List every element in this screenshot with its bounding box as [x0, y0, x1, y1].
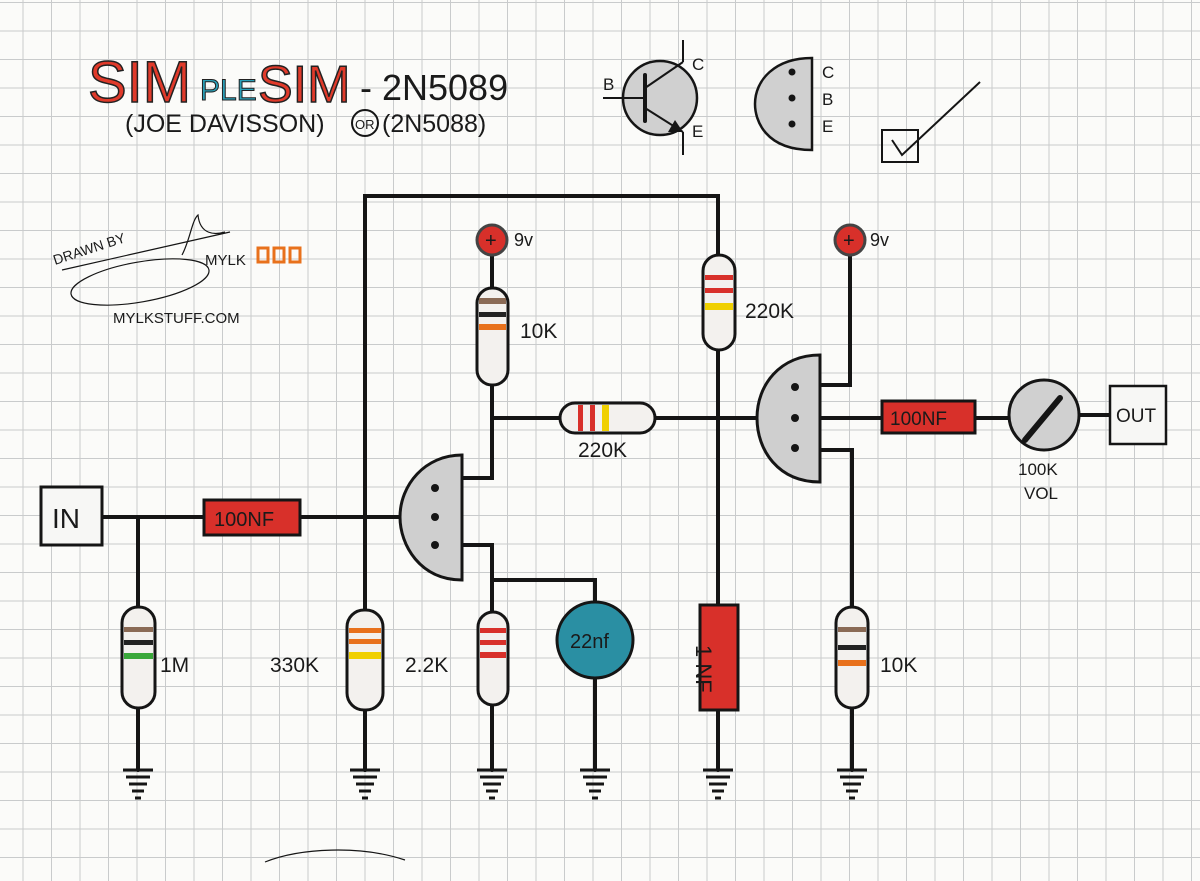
subtitle-alt: (2N5088)	[382, 110, 486, 138]
filter-capacitor: 1 NF	[691, 603, 740, 712]
subtitle-designer: (JOE DAVISSON)	[125, 110, 325, 138]
pin-c: C	[822, 63, 834, 82]
resistor-1m: 1M	[120, 605, 189, 710]
author-name: MYLK	[205, 252, 246, 269]
resistor-220k-supply-label: 220K	[745, 300, 794, 323]
transistor-q1	[398, 453, 464, 582]
website-label: MYLKSTUFF.COM	[113, 310, 240, 327]
pot-name-label: VOL	[1024, 484, 1058, 503]
ground-symbols	[123, 768, 867, 800]
credits: DRAWN BY MYLK MYLKSTUFF.COM	[51, 213, 302, 327]
npn-transistor-symbol: B C E	[603, 40, 704, 155]
supply-9v-2-label: 9v	[870, 230, 889, 250]
or-circle	[351, 109, 379, 137]
ground-icon	[123, 768, 153, 800]
resistor-330k-label: 330K	[270, 654, 319, 677]
subtitle-or: OR	[355, 117, 375, 132]
resistor-330k: 330K	[270, 608, 385, 712]
pin-e: E	[822, 117, 833, 136]
ground-icon	[703, 768, 733, 800]
resistor-220k-supply: 220K	[701, 253, 794, 352]
emitter-cap-label: 22nf	[570, 631, 609, 653]
pin-b: B	[822, 90, 833, 109]
stray-line	[264, 849, 406, 863]
supply-9v-1: + 9v	[475, 223, 533, 257]
volume-pot: 100K VOL	[1007, 378, 1081, 503]
title-sim2: SIM	[258, 56, 350, 114]
input-capacitor: 100NF	[202, 498, 302, 537]
filter-cap-label: 1 NF	[691, 645, 716, 693]
supply-9v-1-label: 9v	[514, 230, 533, 250]
wires	[100, 194, 1112, 772]
input-label: IN	[52, 503, 80, 534]
output-capacitor: 100NF	[880, 399, 977, 435]
resistor-220k-feedback: 220K	[558, 401, 657, 462]
title-model: - 2N5089	[360, 67, 508, 108]
plus-icon: +	[843, 230, 855, 252]
ground-icon	[350, 768, 380, 800]
author-logo	[256, 246, 302, 264]
output-cap-label: 100NF	[890, 409, 947, 430]
plus-icon: +	[485, 230, 497, 252]
title-ple: PLE	[200, 74, 257, 107]
output-jack: OUT	[1108, 384, 1168, 446]
ground-icon	[477, 768, 507, 800]
label-base: B	[603, 75, 614, 94]
ground-icon	[580, 768, 610, 800]
label-emitter: E	[692, 122, 703, 141]
emitter-capacitor: 22nf	[555, 600, 635, 680]
input-jack: IN	[39, 485, 104, 547]
signature	[70, 258, 210, 306]
resistor-1m-label: 1M	[160, 654, 189, 677]
resistor-2-2k: 2.2K	[405, 610, 510, 707]
resistor-2-2k-label: 2.2K	[405, 654, 448, 677]
ground-icon	[837, 768, 867, 800]
checkbox-icon	[881, 81, 981, 163]
supply-9v-2: + 9v	[833, 223, 889, 257]
input-cap-label: 100NF	[214, 509, 274, 531]
label-collector: C	[692, 55, 704, 74]
resistor-10k-collector-label: 10K	[520, 320, 557, 343]
resistor-220k-feedback-label: 220K	[578, 439, 627, 462]
resistor-10k-emitter-label: 10K	[880, 654, 917, 677]
title-sim: SIM	[88, 50, 191, 115]
resistor-10k-collector: 10K	[475, 286, 557, 387]
resistor-10k-emitter: 10K	[834, 605, 917, 710]
title: SIM PLE SIM - 2N5089 (JOE DAVISSON) OR (…	[87, 49, 508, 138]
to92-pinout: C B E	[753, 56, 834, 152]
drawn-by-label: DRAWN BY	[51, 229, 128, 268]
pot-value-label: 100K	[1018, 460, 1058, 479]
transistor-q2	[755, 353, 822, 484]
output-label: OUT	[1116, 406, 1157, 427]
